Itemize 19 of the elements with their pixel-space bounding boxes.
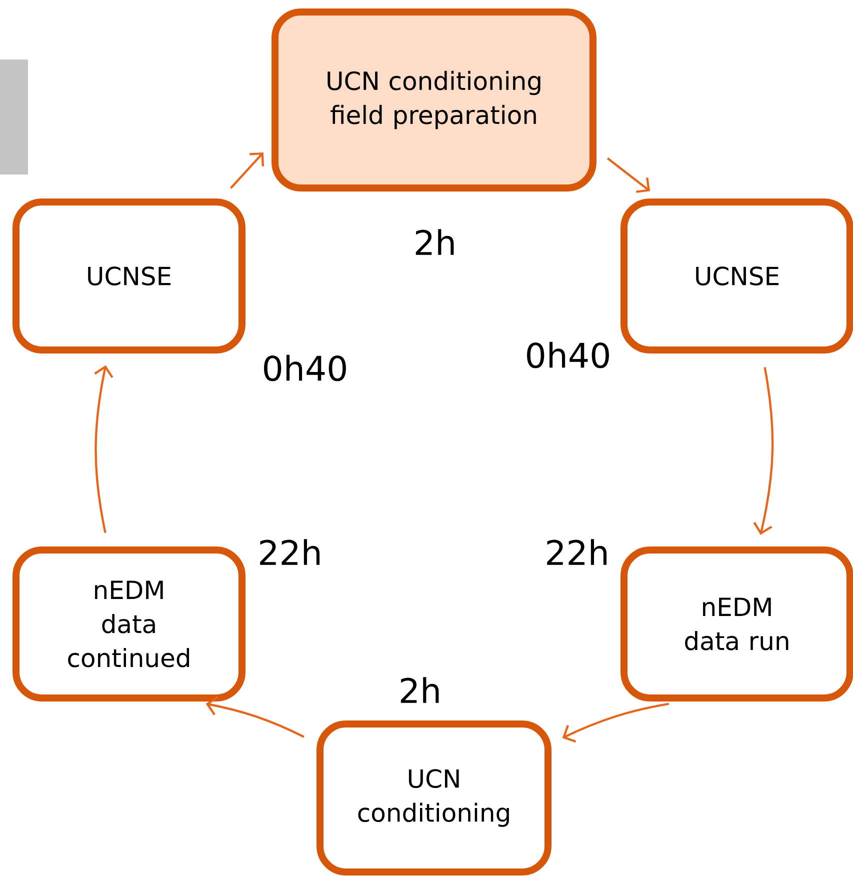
process-box: UCNSE (12, 198, 246, 354)
process-box: nEDM data run (620, 546, 853, 702)
arrow (94, 365, 114, 534)
duration-label: 22h (547, 539, 606, 565)
duration-label: 0h40 (264, 354, 346, 382)
process-box: nEDM data continued (12, 546, 246, 702)
arrow (562, 702, 670, 743)
arrow (230, 152, 264, 189)
duration-label: 2h (400, 677, 439, 703)
arrow (606, 157, 650, 193)
arrow (206, 696, 304, 738)
duration-label: 22h (260, 539, 320, 565)
process-box: UCN conditioning field preparation (272, 8, 596, 192)
duration-label: 0h40 (527, 342, 609, 368)
arrow (753, 367, 774, 535)
process-box: UCN conditioning (316, 720, 552, 876)
duration-label: 2h (416, 229, 454, 255)
side-bar (0, 60, 28, 174)
process-box: UCNSE (620, 198, 853, 354)
